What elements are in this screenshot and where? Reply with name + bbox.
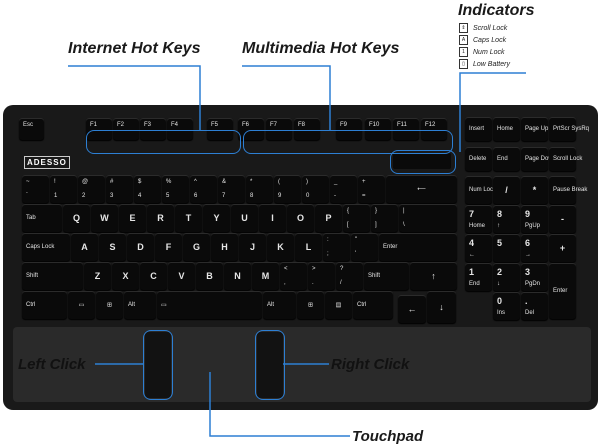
indicators-callout-line: [460, 73, 526, 152]
internet-callout-line: [68, 66, 200, 131]
multimedia-callout-line: [242, 66, 330, 131]
right-click-label: Right Click: [331, 356, 409, 373]
left-click-label: Left Click: [18, 356, 86, 373]
touchpad-callout-line: [210, 372, 350, 436]
touchpad-label: Touchpad: [352, 428, 423, 445]
